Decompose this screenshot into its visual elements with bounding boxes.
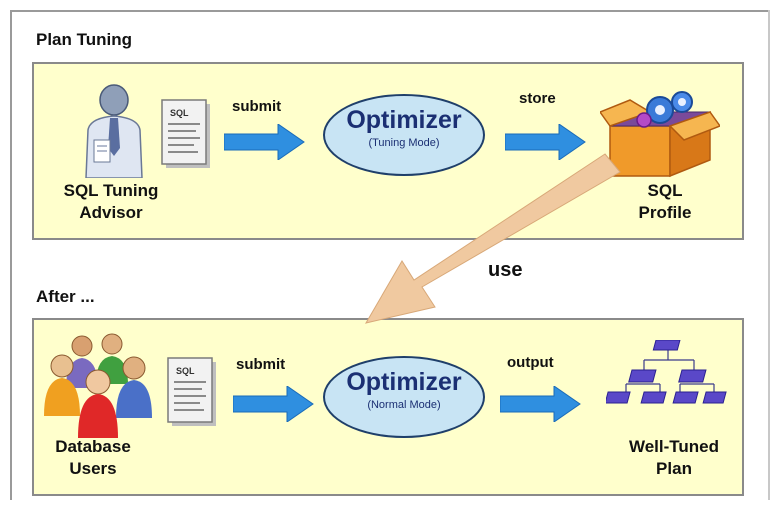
output-arrow bbox=[500, 386, 581, 422]
advisor-label-line1: SQL Tuning bbox=[63, 181, 159, 200]
sql-doc-text: SQL bbox=[170, 108, 189, 118]
optimizer-title-bottom: Optimizer bbox=[346, 368, 462, 396]
store-arrow bbox=[505, 124, 586, 160]
sql-profile-label: SQL Profile bbox=[620, 180, 710, 224]
sql-profile-label-line2: Profile bbox=[638, 203, 692, 222]
advisor-label-line2: Advisor bbox=[79, 203, 143, 222]
database-users-icon bbox=[44, 333, 152, 438]
submit-label-bottom: submit bbox=[236, 356, 286, 373]
optimizer-mode-bottom: (Normal Mode) bbox=[367, 399, 441, 411]
well-tuned-plan-label: Well-Tuned Plan bbox=[612, 436, 736, 480]
well-tuned-plan-label-line2: Plan bbox=[656, 459, 692, 478]
plan-tuning-title: Plan Tuning bbox=[36, 30, 133, 49]
submit-label-top: submit bbox=[232, 98, 282, 115]
database-users-label: Database Users bbox=[38, 436, 148, 480]
well-tuned-plan-label-line1: Well-Tuned bbox=[628, 437, 720, 456]
optimizer-tuning-ellipse: Optimizer (Tuning Mode) bbox=[323, 94, 485, 176]
use-label: use bbox=[488, 259, 523, 281]
plan-tree-icon bbox=[606, 340, 727, 404]
database-users-label-line2: Users bbox=[69, 459, 117, 478]
optimizer-normal-ellipse: Optimizer (Normal Mode) bbox=[323, 356, 485, 438]
sql-profile-label-line1: SQL bbox=[647, 181, 683, 200]
submit-arrow-bottom bbox=[233, 386, 314, 422]
sql-document-icon: SQL bbox=[167, 357, 216, 426]
figure-frame bbox=[10, 10, 768, 500]
optimizer-mode-top: (Tuning Mode) bbox=[368, 137, 440, 149]
sql-document-icon: SQL bbox=[161, 99, 210, 168]
figure-frame-edge bbox=[768, 10, 770, 500]
output-label: output bbox=[507, 354, 554, 371]
optimizer-title-top: Optimizer bbox=[346, 106, 462, 134]
advisor-person-icon bbox=[85, 84, 143, 178]
advisor-label: SQL Tuning Advisor bbox=[46, 180, 176, 224]
submit-arrow-top bbox=[224, 124, 305, 160]
store-label: store bbox=[519, 90, 556, 107]
after-title: After ... bbox=[36, 287, 95, 306]
sql-doc-text: SQL bbox=[176, 366, 195, 376]
database-users-label-line1: Database bbox=[55, 437, 131, 456]
